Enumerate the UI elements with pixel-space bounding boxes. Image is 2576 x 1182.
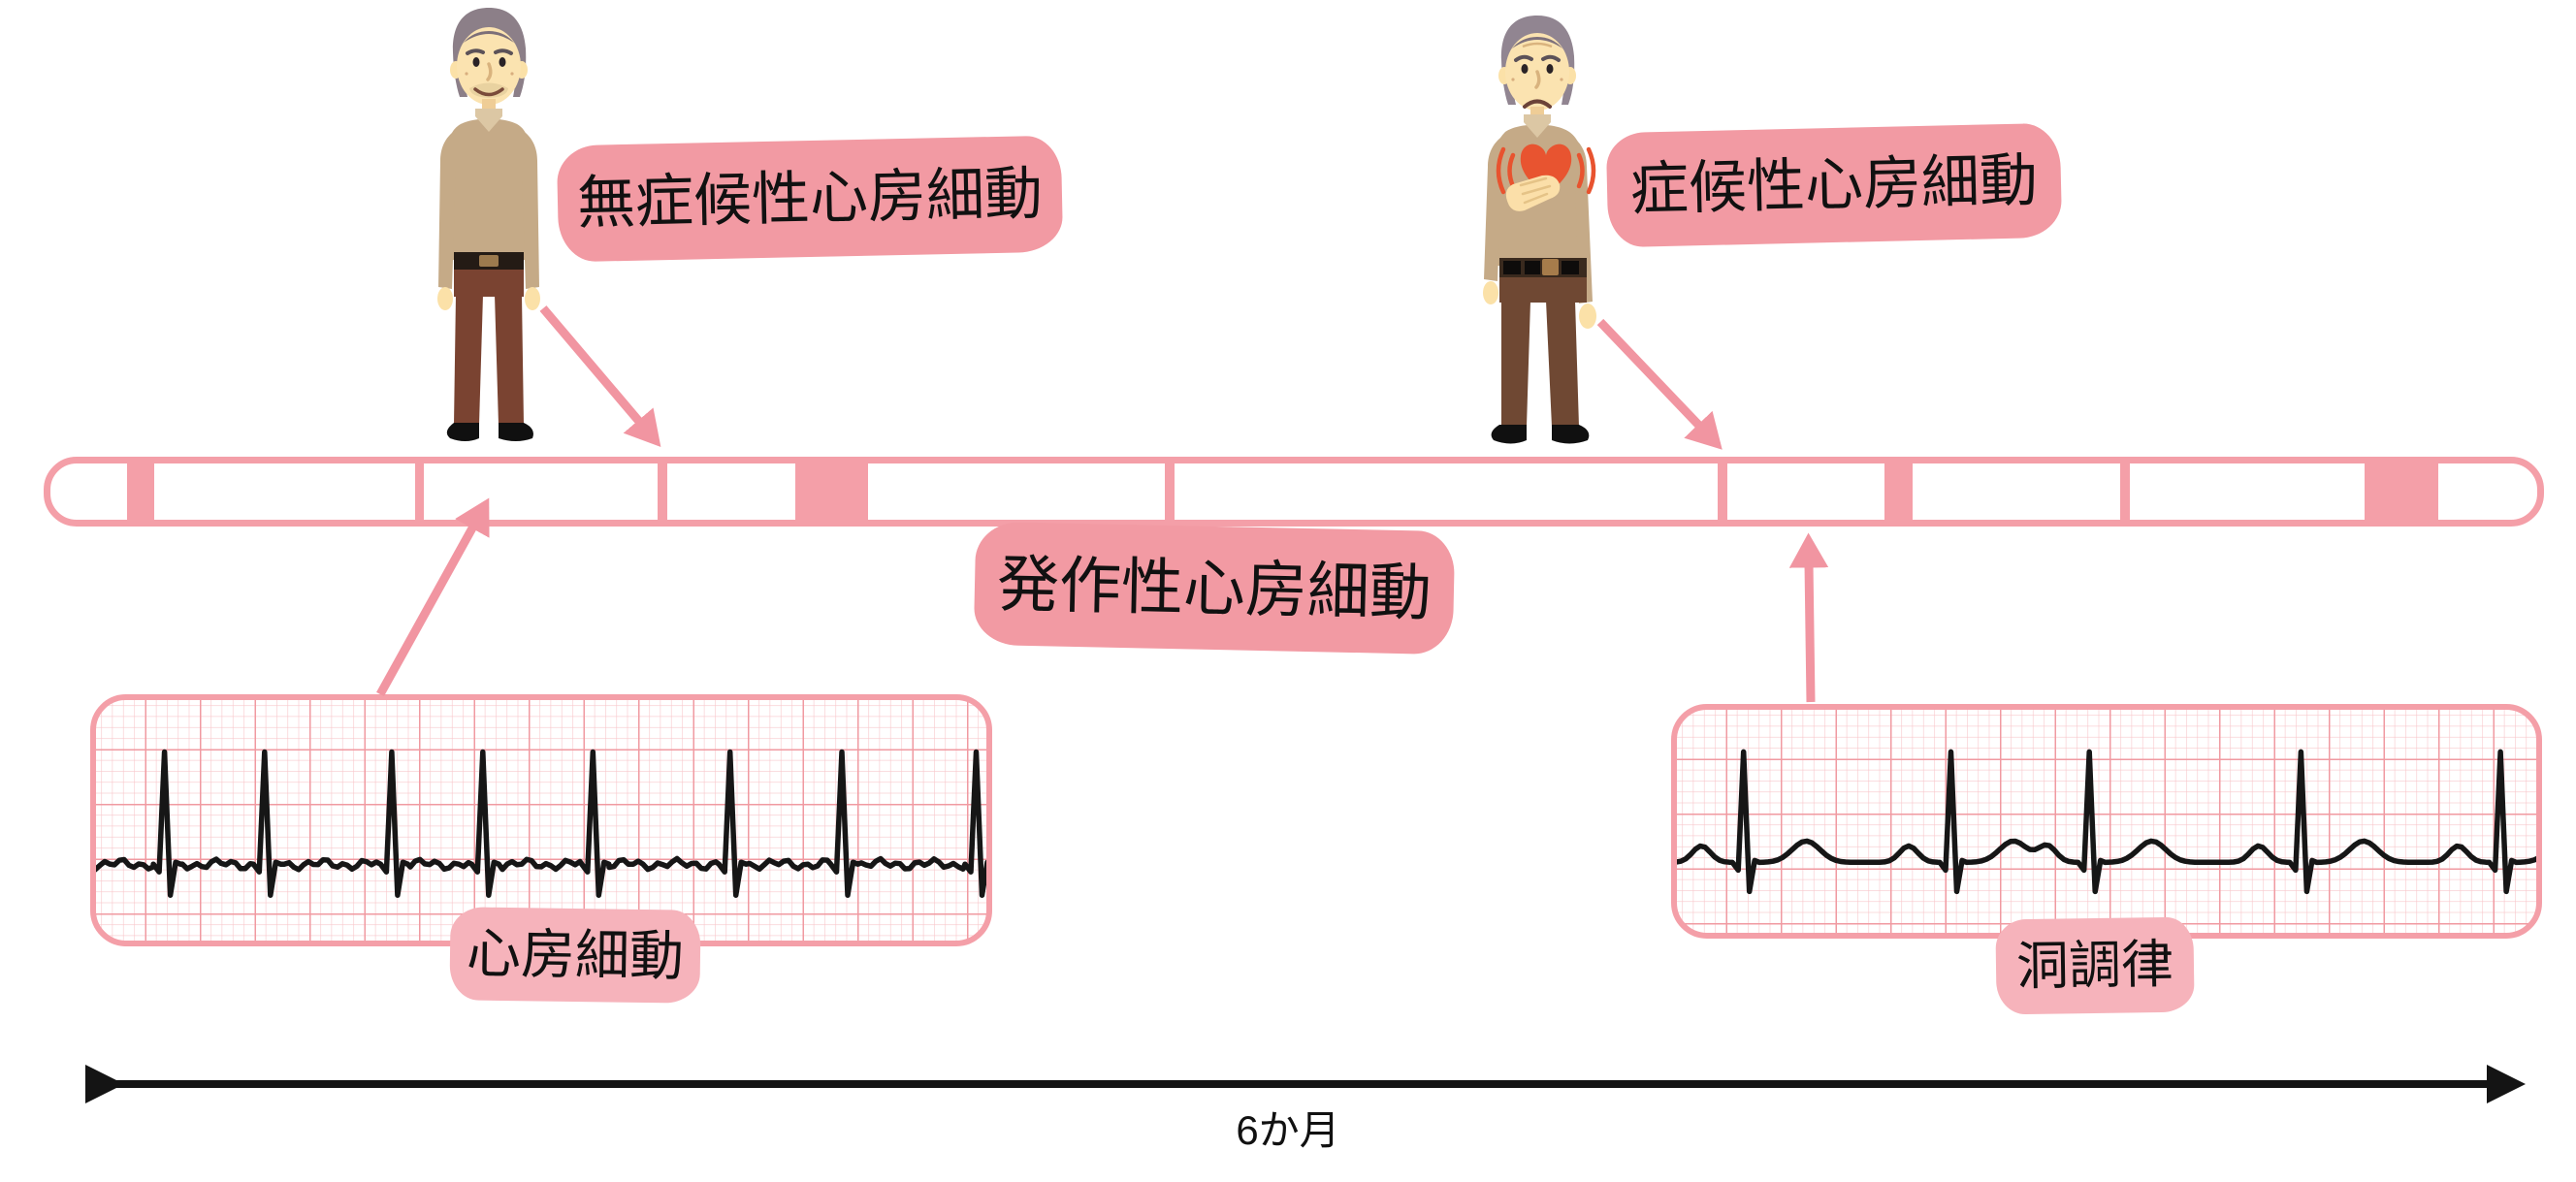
shoes <box>1491 425 1527 444</box>
ecg-sinus-svg <box>1671 704 2542 939</box>
label-symptomatic-af: 症候性心房細動 <box>1605 122 2063 248</box>
symptomatic-man-figure <box>1483 16 1596 444</box>
timeline-boundary-tick <box>657 463 667 520</box>
timeline-boundary-tick <box>414 463 424 520</box>
timeline-boundary-tick <box>1717 463 1727 520</box>
right-hand <box>525 287 540 310</box>
af-episode-segment <box>1884 463 1914 520</box>
left-hand <box>437 287 453 310</box>
label-paroxysmal-af-text: 発作性心房細動 <box>996 548 1433 628</box>
hair <box>452 8 527 97</box>
right-hand <box>1579 303 1596 329</box>
shoes <box>446 423 479 441</box>
timeline-boundary-tick <box>1164 463 1175 520</box>
timeline-bar-inner <box>50 463 2537 520</box>
duration-label: 6か月 <box>1094 1098 1482 1157</box>
label-paroxysmal-af: 発作性心房細動 <box>973 521 1456 655</box>
smile-mouth <box>473 87 504 97</box>
hand-on-chest <box>1505 175 1561 211</box>
ecg-grid-major <box>1674 707 2539 936</box>
label-symptomatic-af-text: 症候性心房細動 <box>1629 147 2039 222</box>
sweater <box>448 118 530 260</box>
left-hand <box>1483 281 1498 304</box>
timeline-boundary-tick <box>2120 463 2131 520</box>
duration-label-text: 6か月 <box>1236 1107 1340 1153</box>
vibration-arcs <box>1496 146 1596 195</box>
label-asymptomatic-af-text: 無症候性心房細動 <box>576 160 1044 237</box>
af-episode-segment <box>2364 463 2439 520</box>
ecg-afib-trace <box>93 749 989 898</box>
label-sinus-rhythm: 洞調律 <box>1995 916 2195 1015</box>
label-afib-ecg: 心房細動 <box>449 907 701 1004</box>
hair <box>1500 16 1575 105</box>
frown-mouth <box>1523 99 1552 109</box>
ecg-sinus-trace <box>1674 749 2539 895</box>
holter-timeline-bar <box>44 457 2544 527</box>
arrow-ecg-afib-to-bar <box>376 497 490 697</box>
label-sinus-rhythm-text: 洞調律 <box>2015 935 2174 997</box>
af-episode-segment <box>127 463 155 520</box>
arrow-ecg-sinus-to-bar <box>1788 532 1829 703</box>
label-afib-ecg-text: 心房細動 <box>466 922 685 987</box>
label-asymptomatic-af: 無症候性心房細動 <box>556 135 1064 263</box>
ecg-afib-svg <box>90 694 992 946</box>
asymptomatic-man-figure <box>437 8 540 441</box>
af-episode-segment <box>794 463 868 520</box>
